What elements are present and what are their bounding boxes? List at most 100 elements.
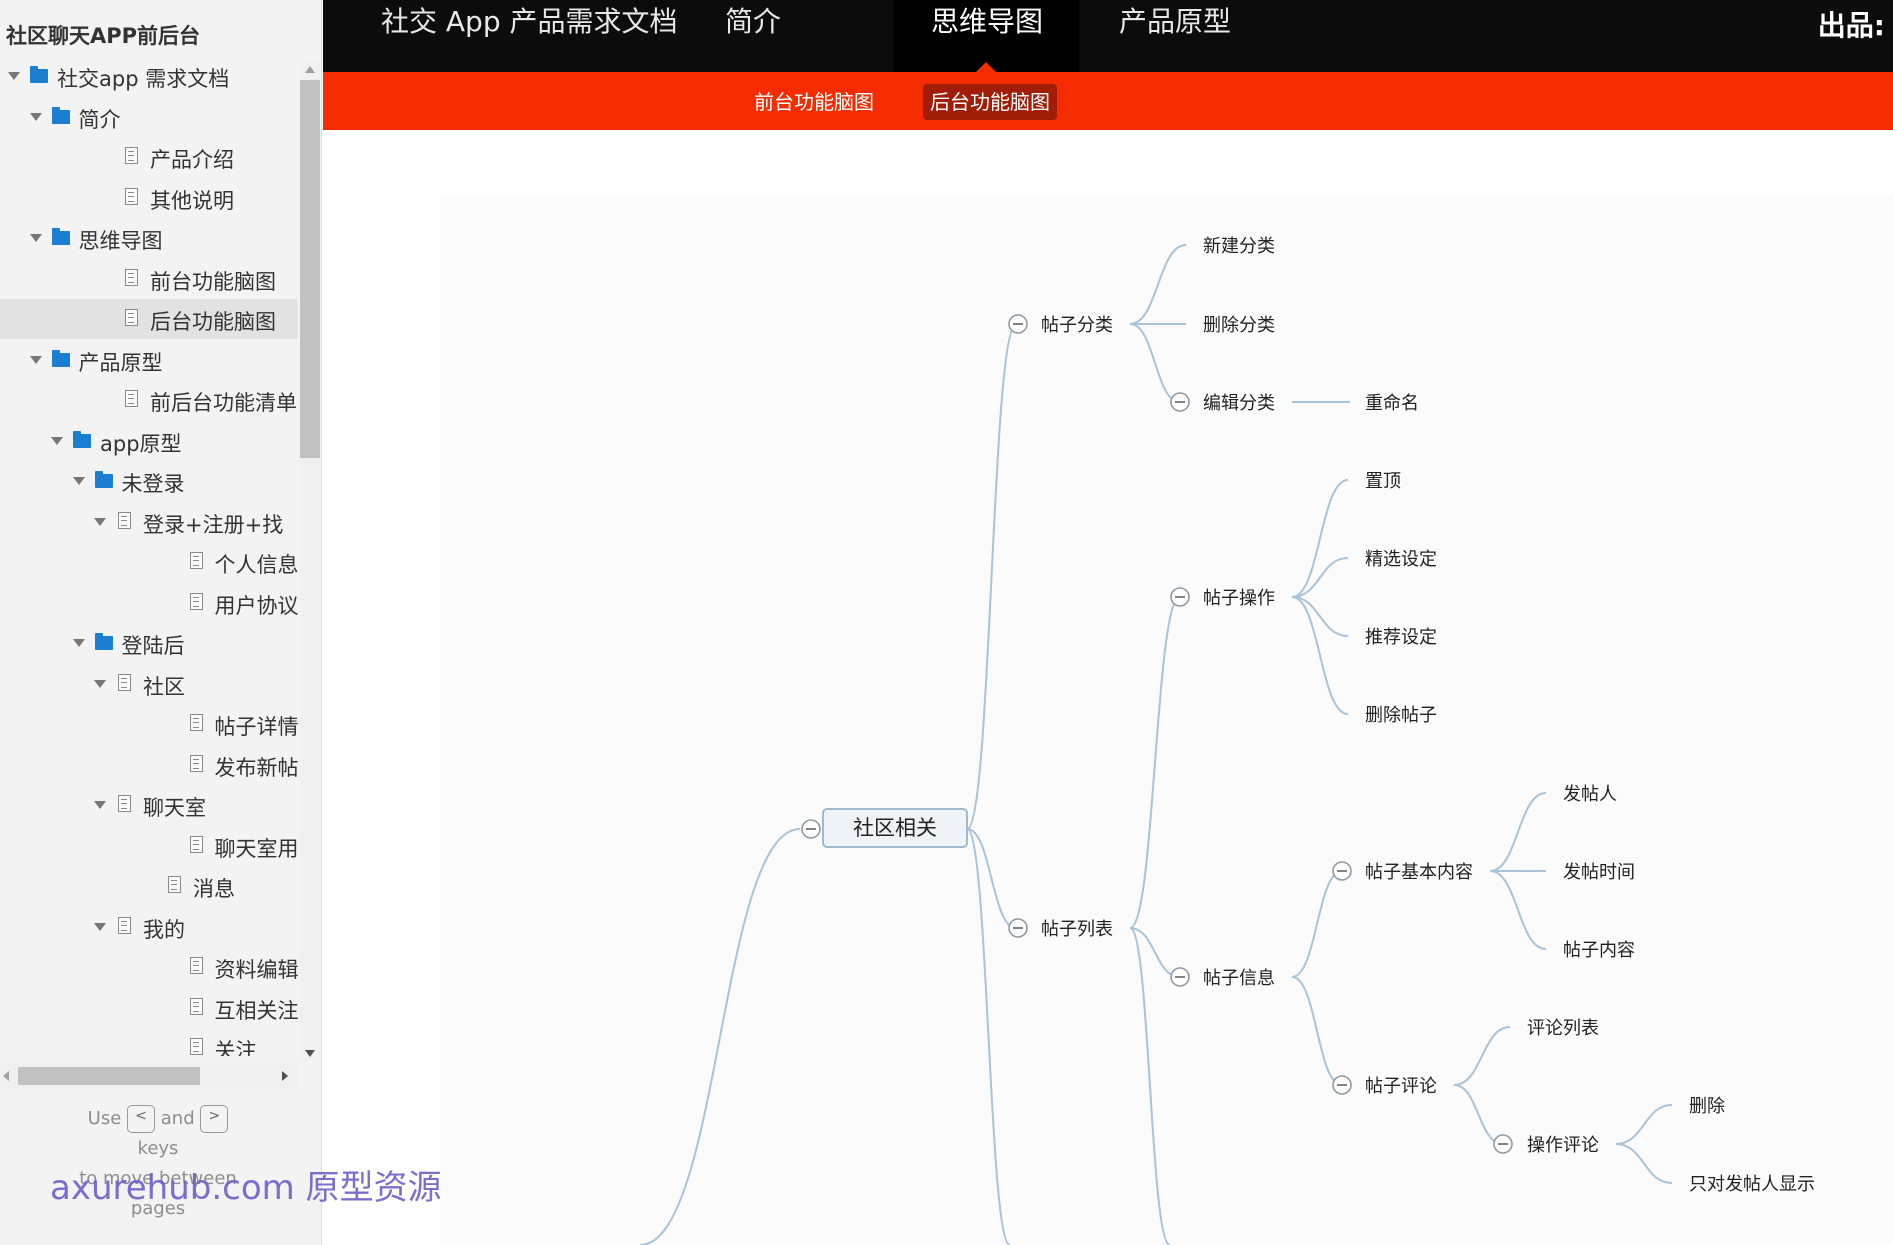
tree-item[interactable]: 前后台功能清单 xyxy=(0,380,298,420)
mindmap-node-n_pllb: 评论列表 xyxy=(1527,1018,1599,1039)
mindmap-node-n_czpl: 操作评论 xyxy=(1527,1135,1599,1156)
connector-line xyxy=(1615,1143,1673,1184)
tree-item[interactable]: 聊天室 xyxy=(0,785,298,825)
mindmap-root-label: 社区相关 xyxy=(853,816,937,840)
mindmap-node-n_xinxi: 帖子信息 xyxy=(1203,968,1275,989)
mindmap-canvas: 社区相关帖子分类新建分类删除分类编辑分类重命名帖子列表帖子操作置顶精选设定推荐设… xyxy=(440,195,1893,1245)
tree-item-label: 社交app 需求文档 xyxy=(57,67,230,91)
tree-item[interactable]: 产品原型 xyxy=(0,340,298,380)
tree-item[interactable]: app原型 xyxy=(0,421,298,461)
tree-item[interactable]: 帖子详情 xyxy=(0,704,298,744)
collapse-toggle-icon[interactable] xyxy=(1008,918,1028,938)
folder-icon xyxy=(73,430,91,448)
scroll-left-arrow-icon[interactable] xyxy=(3,1071,9,1081)
expand-triangle-icon[interactable] xyxy=(94,517,106,526)
tree-item-label: 关注 xyxy=(214,1039,257,1056)
tree-item[interactable]: 产品介绍 xyxy=(0,137,298,177)
nav-intro[interactable]: 简介 xyxy=(725,5,782,38)
connector-line xyxy=(1291,976,1343,1086)
scroll-right-arrow-icon[interactable] xyxy=(282,1071,288,1081)
scroll-down-arrow-icon[interactable] xyxy=(305,1050,315,1057)
tree-item-label: app原型 xyxy=(100,431,182,456)
tree-item[interactable]: 关注 xyxy=(0,1028,298,1056)
page-icon xyxy=(125,390,138,407)
page-icon xyxy=(189,997,203,1015)
tree-item[interactable]: 简介 xyxy=(0,97,298,137)
tree-item[interactable]: 我的 xyxy=(0,907,298,947)
scroll-thumb[interactable] xyxy=(300,80,320,458)
expand-triangle-icon[interactable] xyxy=(29,355,42,364)
tree-item[interactable]: 未登录 xyxy=(0,461,298,501)
tree-item[interactable]: 个人信息完善 xyxy=(0,542,298,582)
tree-item[interactable]: 登陆后 xyxy=(0,623,298,663)
collapse-toggle-icon[interactable] xyxy=(1332,1075,1352,1095)
page-icon xyxy=(189,592,203,610)
page-icon xyxy=(125,268,138,286)
top-navigation-bar: 社交 App 产品需求文档 简介 思维导图 产品原型 出品: xyxy=(323,0,1893,72)
collapse-toggle-icon[interactable] xyxy=(801,819,821,839)
subnav-frontend-mindmap[interactable]: 前台功能脑图 xyxy=(754,90,874,114)
expand-triangle-icon[interactable] xyxy=(29,112,42,121)
tree-item[interactable]: 用户协议页 xyxy=(0,583,298,623)
expand-triangle-icon[interactable] xyxy=(94,801,106,809)
subnav-backend-mindmap[interactable]: 后台功能脑图 xyxy=(923,84,1057,120)
tree-item[interactable]: 聊天室用户设置 xyxy=(0,826,298,866)
mindmap-node-n_bianji: 编辑分类 xyxy=(1203,393,1275,414)
hint-use: Use xyxy=(87,1108,122,1129)
expand-triangle-icon[interactable] xyxy=(72,639,85,647)
tree-item[interactable]: 社交app 需求文档 xyxy=(0,56,298,96)
collapse-toggle-icon[interactable] xyxy=(1170,967,1190,987)
nav-mindmap[interactable]: 思维导图 xyxy=(893,0,1079,72)
mindmap-node-n_shijian: 发帖时间 xyxy=(1563,862,1635,883)
collapse-toggle-icon[interactable] xyxy=(1493,1134,1513,1154)
connector-line xyxy=(1129,323,1181,403)
sitemap-tree: 社交app 需求文档简介产品介绍其他说明思维导图前台功能脑图后台功能脑图产品原型… xyxy=(0,56,298,1056)
nav-prototype[interactable]: 产品原型 xyxy=(1119,5,1232,38)
scroll-thumb-horizontal[interactable] xyxy=(18,1067,200,1085)
tree-item[interactable]: 互相关注 xyxy=(0,988,298,1028)
tree-item-label: 互相关注 xyxy=(214,998,299,1023)
tree-item[interactable]: 登录+注册+找 xyxy=(0,502,298,542)
tree-item-label: 登录+注册+找 xyxy=(143,512,284,537)
tree-item-label: 消息 xyxy=(193,877,235,901)
tree-item[interactable]: 前台功能脑图 xyxy=(0,259,298,299)
collapse-toggle-icon[interactable] xyxy=(1008,314,1028,334)
tree-item[interactable]: 其他说明 xyxy=(0,178,298,218)
tree-item-label: 聊天室 xyxy=(143,796,206,820)
tree-item[interactable]: 思维导图 xyxy=(0,218,298,258)
page-icon xyxy=(189,957,203,974)
expand-triangle-icon[interactable] xyxy=(29,234,42,242)
sidebar-vertical-scrollbar[interactable] xyxy=(300,62,320,1057)
tree-item-label: 思维导图 xyxy=(78,229,163,253)
tree-item[interactable]: 后台功能脑图 xyxy=(0,299,298,339)
connector-line xyxy=(1291,596,1349,637)
nav-doc-title[interactable]: 社交 App 产品需求文档 xyxy=(381,5,678,38)
folder-icon xyxy=(51,228,70,245)
mindmap-node-n_jingxuan: 精选设定 xyxy=(1365,549,1437,570)
tree-item[interactable]: 发布新帖 xyxy=(0,745,298,785)
page-icon xyxy=(118,795,131,812)
collapse-toggle-icon[interactable] xyxy=(1332,861,1352,881)
tree-item[interactable]: 社区 xyxy=(0,664,298,704)
watermark: axurehub.com 原型资源站 xyxy=(50,1168,476,1208)
tree-item-label: 社区 xyxy=(143,674,185,699)
sidebar-horizontal-scrollbar[interactable] xyxy=(0,1064,298,1088)
folder-icon xyxy=(30,66,48,83)
expand-triangle-icon[interactable] xyxy=(94,679,106,688)
scroll-up-arrow-icon[interactable] xyxy=(305,66,315,73)
connector-line xyxy=(1129,244,1187,325)
mindmap-node-n_jiben: 帖子基本内容 xyxy=(1365,862,1473,883)
expand-triangle-icon[interactable] xyxy=(8,72,20,80)
expand-triangle-icon[interactable] xyxy=(72,477,85,485)
tree-item-label: 资料编辑 xyxy=(214,958,299,982)
connector-line xyxy=(966,828,1011,1245)
tree-item[interactable]: 资料编辑 xyxy=(0,947,298,987)
prev-key-icon: < xyxy=(127,1105,156,1133)
collapse-toggle-icon[interactable] xyxy=(1170,392,1190,412)
collapse-toggle-icon[interactable] xyxy=(1170,587,1190,607)
tree-item[interactable]: 消息 xyxy=(0,866,298,906)
expand-triangle-icon[interactable] xyxy=(51,436,63,445)
hint-pages: pages xyxy=(130,1198,186,1219)
mindmap-diagram: 社区相关帖子分类新建分类删除分类编辑分类重命名帖子列表帖子操作置顶精选设定推荐设… xyxy=(639,236,1815,1245)
expand-triangle-icon[interactable] xyxy=(94,922,106,931)
